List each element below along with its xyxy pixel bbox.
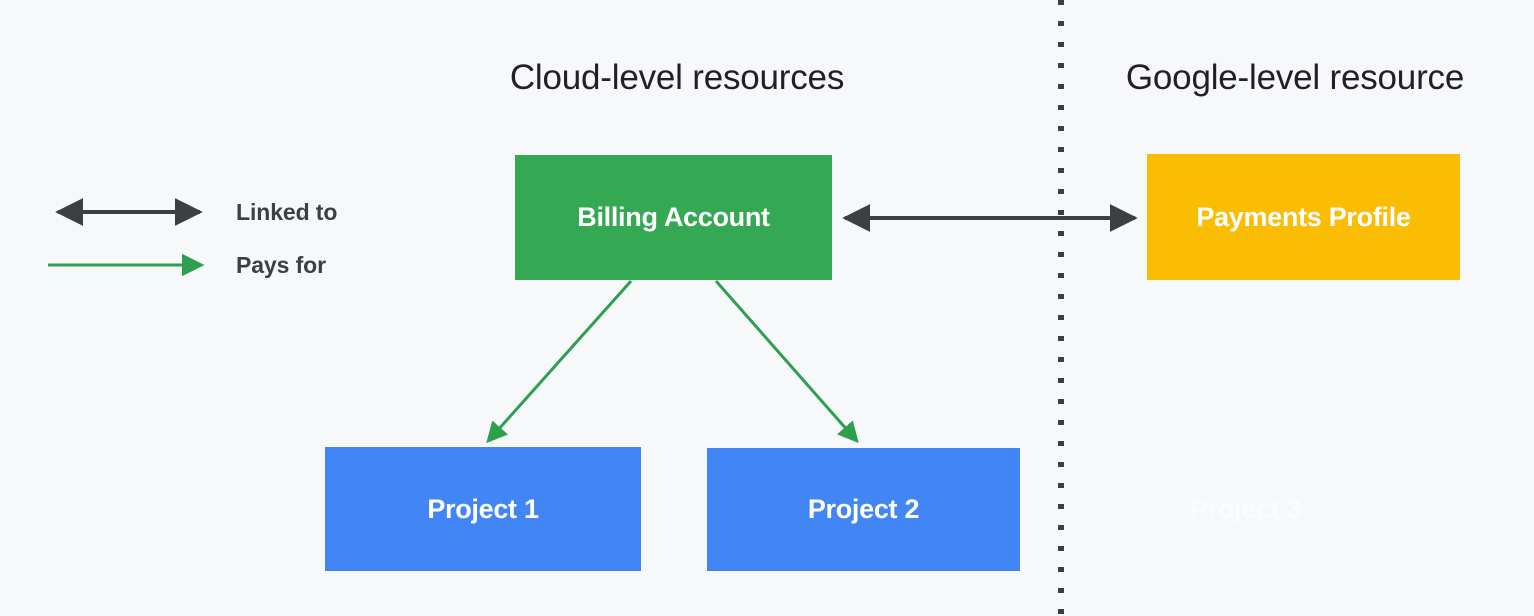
section-title-cloud-level: Cloud-level resources xyxy=(509,58,845,97)
node-project-2[interactable]: Project 2 xyxy=(707,448,1020,571)
node-project-1[interactable]: Project 1 xyxy=(325,447,641,571)
legend-label-linked-to: Linked to xyxy=(236,199,338,225)
legend-label-pays-for: Pays for xyxy=(236,252,326,278)
node-billing-account[interactable]: Billing Account xyxy=(515,155,832,280)
connector-billing-account-to-project-2 xyxy=(714,280,859,444)
node-project-3: Project 3 xyxy=(1189,494,1302,524)
section-title-google-level: Google-level resource xyxy=(1125,58,1465,97)
node-payments-profile[interactable]: Payments Profile xyxy=(1147,154,1460,280)
connector-billing-account-to-project-1 xyxy=(486,280,633,444)
